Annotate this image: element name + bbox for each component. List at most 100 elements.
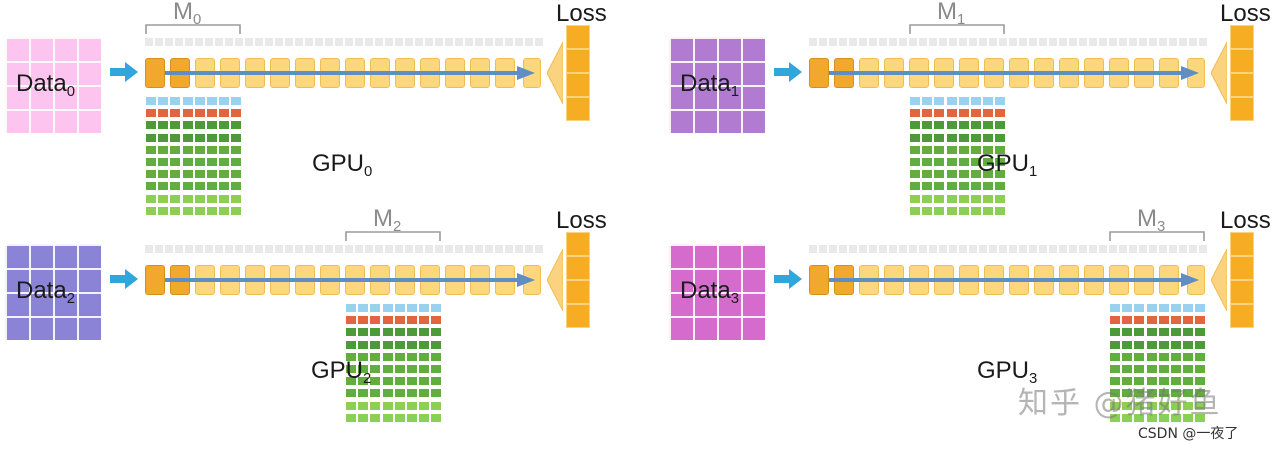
gradient-dot — [475, 38, 483, 46]
memory-cell — [1145, 376, 1158, 387]
gradient-dot — [1169, 38, 1177, 46]
memory-cell — [169, 169, 182, 180]
gradient-dot — [1189, 38, 1197, 46]
backward-arrow-icon — [547, 249, 563, 311]
memory-cell — [1182, 364, 1195, 374]
loss-cell — [566, 232, 590, 256]
gradient-dot — [415, 38, 423, 46]
memory-cell — [381, 388, 394, 399]
gradient-dot — [535, 38, 543, 46]
gradient-dot — [275, 245, 283, 253]
memory-cell — [406, 388, 418, 399]
gradient-dot — [919, 245, 927, 253]
gradient-dot — [485, 38, 493, 46]
memory-cell — [970, 96, 982, 106]
memory-cell — [982, 193, 995, 204]
memory-cell — [1194, 376, 1207, 387]
memory-row — [909, 144, 1007, 155]
gradient-dot — [989, 245, 997, 253]
shard-label: M0 — [173, 0, 202, 29]
memory-cell — [145, 169, 157, 180]
memory-cell — [982, 169, 995, 180]
gradient-dot — [395, 38, 403, 46]
memory-cell — [994, 193, 1007, 204]
memory-row — [909, 108, 1007, 119]
memory-cell — [982, 132, 995, 143]
memory-cell — [957, 193, 970, 204]
memory-cell — [169, 120, 182, 131]
gradient-dot — [445, 38, 453, 46]
memory-cell — [418, 351, 431, 362]
memory-cell — [1121, 315, 1134, 326]
memory-cell — [169, 193, 182, 204]
memory-row — [345, 303, 443, 313]
gradient-dot — [355, 245, 363, 253]
memory-cell — [230, 120, 243, 131]
memory-cell — [1121, 376, 1134, 387]
gradient-dot — [1039, 38, 1047, 46]
gradient-dot — [305, 245, 313, 253]
memory-row — [1109, 376, 1207, 387]
memory-cell — [945, 157, 958, 167]
memory-cell — [430, 412, 443, 423]
memory-cell — [1121, 412, 1134, 423]
memory-cell — [145, 205, 157, 216]
memory-row — [345, 376, 443, 387]
gradient-dot — [1049, 245, 1057, 253]
memory-cell — [1170, 303, 1182, 313]
loss-cell — [1230, 304, 1254, 328]
memory-cell — [1157, 364, 1170, 374]
memory-row — [345, 327, 443, 338]
memory-cell — [357, 388, 370, 399]
memory-cell — [909, 181, 921, 192]
gradient-dot — [215, 38, 223, 46]
memory-row — [145, 132, 243, 143]
gpu-panel-0: Data0 Loss M0 GPU0 — [0, 0, 640, 225]
gradient-dot — [285, 245, 293, 253]
memory-row — [145, 108, 243, 119]
memory-cell — [945, 205, 958, 216]
gradient-dot — [1059, 245, 1067, 253]
memory-cell — [418, 315, 431, 326]
memory-cell — [1145, 315, 1158, 326]
memory-cell — [393, 327, 406, 338]
memory-cell — [921, 120, 934, 131]
memory-cell — [230, 108, 243, 119]
gradient-dot — [1069, 38, 1077, 46]
credit-text: CSDN @一夜了 — [1138, 426, 1239, 442]
gradient-dot — [999, 245, 1007, 253]
gradient-dot — [175, 38, 183, 46]
memory-cell — [418, 388, 431, 399]
memory-cell — [1145, 327, 1158, 338]
memory-cell — [206, 157, 218, 167]
memory-row — [145, 193, 243, 204]
memory-cell — [1157, 339, 1170, 350]
gradient-dot — [515, 38, 523, 46]
memory-cell — [970, 144, 982, 155]
memory-cell — [909, 108, 921, 119]
memory-cell — [957, 169, 970, 180]
memory-cell — [345, 327, 357, 338]
memory-cell — [393, 351, 406, 362]
memory-cell — [933, 144, 946, 155]
memory-row — [909, 169, 1007, 180]
gradient-dot — [1019, 38, 1027, 46]
memory-cell — [230, 193, 243, 204]
gradient-dot — [285, 38, 293, 46]
memory-cell — [218, 181, 231, 192]
gradient-dot — [415, 245, 423, 253]
memory-cell — [406, 303, 418, 313]
memory-cell — [430, 351, 443, 362]
memory-cell — [357, 400, 370, 411]
memory-cell — [957, 96, 970, 106]
memory-cell — [169, 144, 182, 155]
memory-cell — [1182, 327, 1195, 338]
memory-cell — [418, 400, 431, 411]
memory-cell — [418, 339, 431, 350]
memory-cell — [206, 96, 218, 106]
gradient-dot — [879, 245, 887, 253]
memory-cell — [169, 108, 182, 119]
memory-cell — [1157, 327, 1170, 338]
gradient-dot — [1079, 38, 1087, 46]
